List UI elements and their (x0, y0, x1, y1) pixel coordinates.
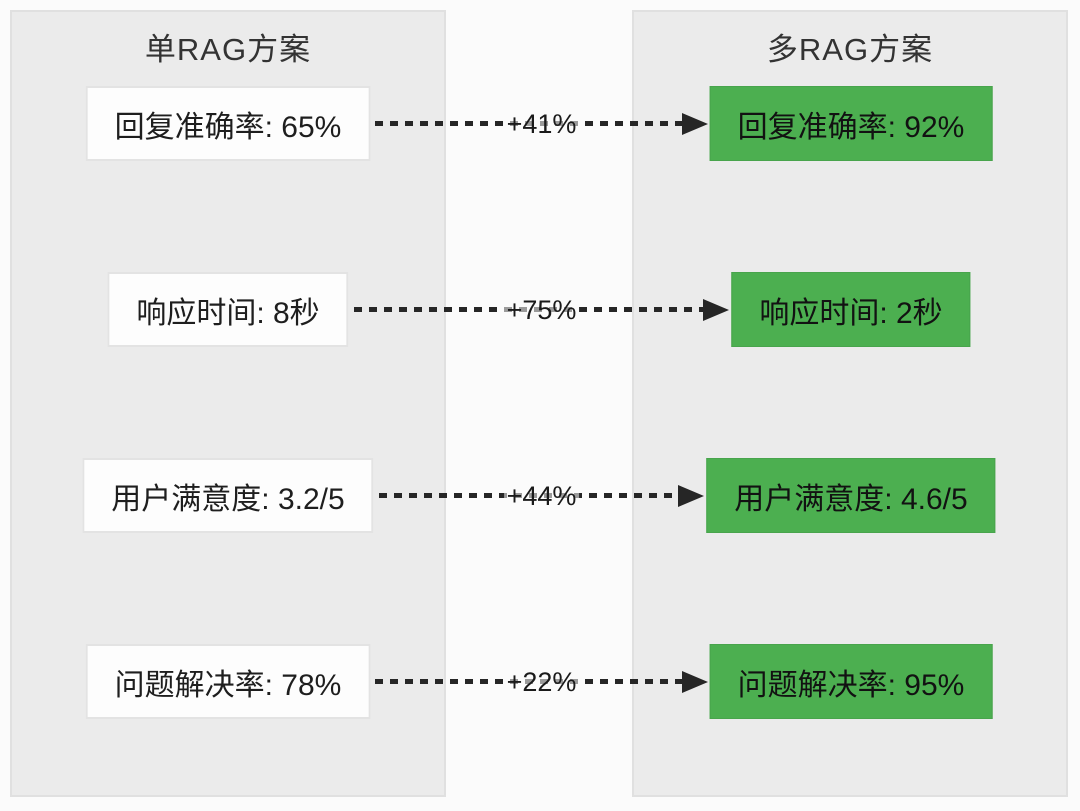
metric-row-accuracy: 回复准确率: 65% +41% 回复准确率: 92% (0, 86, 1080, 161)
improvement-label: +75% (503, 293, 580, 326)
metric-row-resolution: 问题解决率: 78% +22% 问题解决率: 95% (0, 644, 1080, 719)
metric-row-response-time: 响应时间: 8秒 +75% 响应时间: 2秒 (0, 272, 1080, 347)
metric-box-multi-resolution: 问题解决率: 95% (709, 644, 993, 719)
metric-box-multi-response-time: 响应时间: 2秒 (731, 272, 971, 347)
arrow-head-icon (678, 484, 705, 507)
improvement-label: +41% (503, 107, 580, 140)
metric-box-multi-satisfaction: 用户满意度: 4.6/5 (706, 458, 996, 533)
arrow-head-icon (681, 112, 708, 135)
improvement-label: +22% (503, 665, 580, 698)
arrow-head-icon (681, 670, 708, 693)
multi-rag-panel-title: 多RAG方案 (766, 32, 934, 67)
metric-box-single-response-time: 响应时间: 8秒 (107, 272, 349, 347)
single-rag-panel-title: 单RAG方案 (144, 32, 312, 67)
improvement-label: +44% (503, 479, 580, 512)
arrow-head-icon (703, 298, 730, 321)
metric-box-single-resolution: 问题解决率: 78% (85, 644, 371, 719)
metric-box-single-satisfaction: 用户满意度: 3.2/5 (82, 458, 374, 533)
metric-box-multi-accuracy: 回复准确率: 92% (709, 86, 993, 161)
metric-box-single-accuracy: 回复准确率: 65% (85, 86, 371, 161)
metric-row-satisfaction: 用户满意度: 3.2/5 +44% 用户满意度: 4.6/5 (0, 458, 1080, 533)
